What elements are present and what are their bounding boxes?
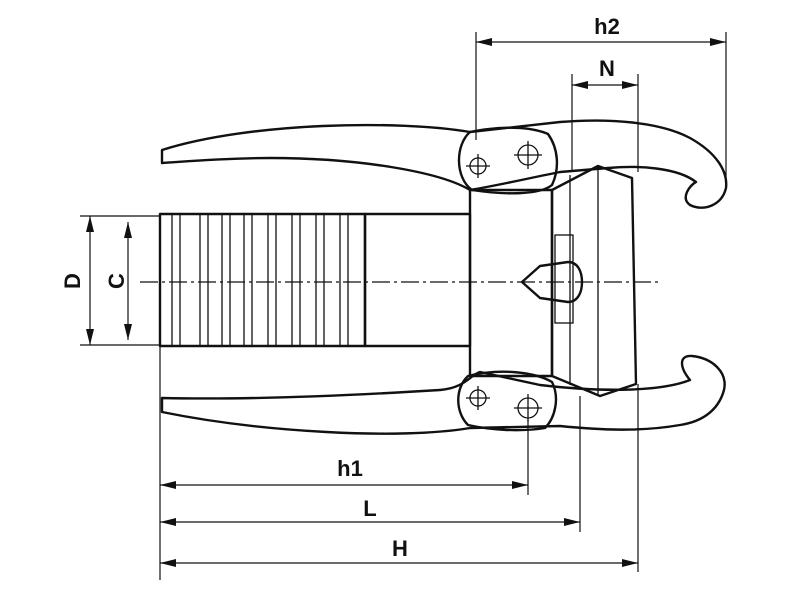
dimension-h2: h2: [475, 14, 727, 185]
dimension-label-h1: h1: [337, 456, 363, 481]
coupling-head: [550, 164, 638, 398]
hose-tail-neck: [363, 212, 472, 348]
dimension-C: C: [104, 222, 132, 340]
pivot-pin-upper-left: [466, 154, 490, 178]
hose-tail-rib: [199, 213, 209, 347]
pivot-pin-lower-left: [466, 386, 490, 410]
dimension-N: N: [571, 56, 639, 172]
pivot-pin-lower-right: [514, 394, 542, 422]
upper-lever-arm: [160, 119, 728, 209]
hose-tail-rib: [339, 213, 349, 347]
hose-tail-rib: [315, 213, 325, 347]
coupling-body-flange: [468, 188, 554, 378]
dimension-label-D: D: [60, 273, 85, 289]
hose-tail-body: [158, 212, 367, 348]
dimension-L: L: [160, 496, 580, 526]
hose-tail-rib: [291, 213, 301, 347]
pivot-pin-upper-right: [514, 141, 542, 169]
dimension-label-H: H: [392, 536, 408, 561]
dimension-label-N: N: [599, 56, 615, 81]
dimension-label-C: C: [104, 273, 129, 289]
hose-tail-rib: [267, 213, 277, 347]
hose-tail-rib: [243, 213, 253, 347]
coupling-body: [468, 164, 638, 398]
dimension-h1: h1: [160, 456, 528, 489]
hose-tail-rib: [171, 213, 181, 347]
dimension-label-h2: h2: [594, 14, 620, 39]
hose-tail-ribs: [171, 213, 349, 347]
upper-lever-pivot-plate: [457, 126, 559, 195]
hose-tail: [158, 212, 472, 348]
lower-lever-arm: [160, 354, 726, 435]
pivot-pins: [466, 141, 542, 422]
hose-tail-rib: [221, 213, 231, 347]
lower-lever-pivot-plate: [457, 370, 558, 432]
dimension-H: H: [160, 536, 638, 567]
dimension-label-L: L: [363, 496, 376, 521]
locking-pin-housing: [554, 234, 574, 324]
dimension-D: D: [60, 215, 160, 346]
